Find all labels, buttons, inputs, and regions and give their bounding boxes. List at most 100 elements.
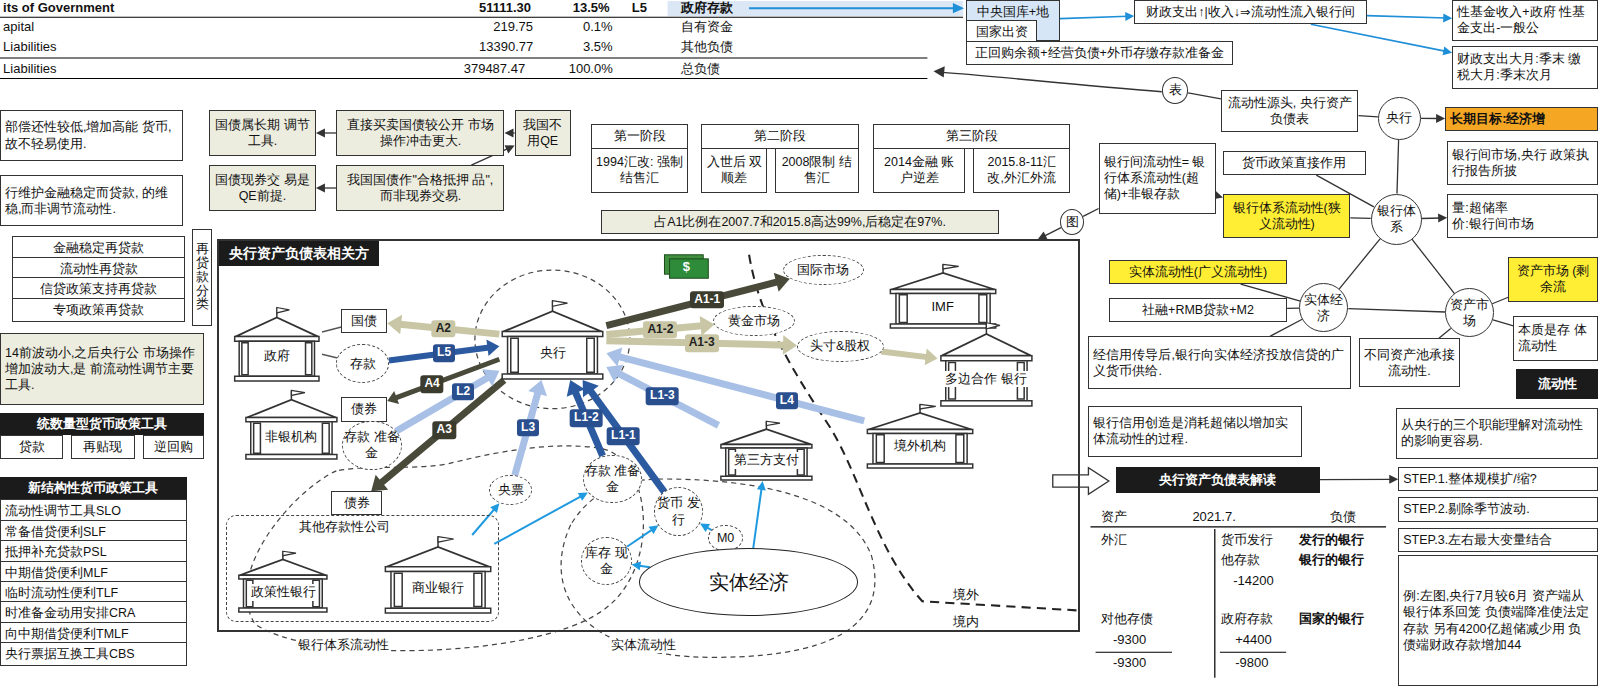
leader-line: [943, 72, 1162, 91]
arrowhead: [567, 380, 585, 397]
text-label: 资产: [1101, 509, 1127, 525]
connector-line: [1043, 228, 1061, 237]
edge-label: L1-2: [570, 409, 603, 427]
source-box: 流动性源头, 央行资产负债表: [1221, 90, 1359, 133]
connector: [322, 354, 338, 358]
node-text: 统数量型货币政策工具: [37, 416, 167, 432]
text-label: 发行的银行: [1299, 532, 1364, 548]
node-text: 国债现券交 易是QE前提.: [214, 172, 311, 205]
connector: [1287, 308, 1299, 309]
tool-box: 央行票据互换工具CBS: [0, 642, 187, 666]
building: 第三方支付: [718, 420, 815, 481]
node-text: 银行体系: [1372, 203, 1421, 236]
arrowhead: [578, 492, 588, 500]
market-circle: 国际市场: [783, 255, 865, 286]
connector: [322, 327, 341, 332]
arrowhead: [1038, 231, 1048, 239]
note-box: 正回购余额+经营负债+外币存缴存款准备金: [966, 41, 1233, 65]
edge-label: L5: [433, 345, 455, 363]
arrowhead: [934, 66, 945, 77]
symbol-circle: 图: [1060, 209, 1084, 235]
stage-box: 2014金融 账户逆差: [873, 148, 965, 193]
node-text: 货币政策直接作用: [1242, 155, 1346, 171]
connector-line: [1350, 217, 1370, 219]
connector-line: [1188, 93, 1221, 99]
connector-line: [1060, 16, 1128, 18]
node-text: 临时流动性便利TLF: [5, 585, 118, 601]
region: 其他存款性公司政策性银行商业银行: [226, 515, 499, 622]
edge-label: A4: [420, 376, 443, 394]
text-label: 银行体系流动性: [296, 637, 391, 653]
arrowhead: [1436, 114, 1445, 123]
t-account-line: [1214, 529, 1215, 678]
arrowhead: [505, 145, 515, 153]
node-text: 1994汇改: 强制结售汇: [596, 154, 683, 187]
node-text: 第二阶段: [754, 128, 806, 144]
vertical-box: 再贷款分类: [192, 229, 212, 326]
hub-circle: 央行: [1378, 97, 1421, 140]
connector-line: [1311, 24, 1446, 51]
tool-box: 再贴现: [71, 435, 134, 459]
building: 商业银行: [382, 535, 494, 614]
connector-line: [1287, 307, 1299, 308]
text-label: 对他存债: [1101, 611, 1153, 627]
note-box: 国债现券交 易是QE前提.: [209, 165, 316, 211]
note-box: 财政支出大月:季末 缴税大月:季末次月: [1452, 46, 1598, 89]
connector: [1358, 116, 1377, 117]
node-text: 境外机构: [892, 438, 948, 455]
note-box: 占A1比例在2007.7和2015.8高达99%,后稳定在97%.: [601, 210, 998, 234]
text-label: 政府存款: [681, 0, 733, 16]
text-label: 其他负债: [681, 39, 733, 55]
connector: [1421, 114, 1445, 123]
arrowhead: [528, 380, 547, 396]
stage-box: 1994汇改: 强制结售汇: [591, 148, 688, 193]
note-box: 行维护金融稳定而贷款, 的维稳,而非调节流动性.: [0, 175, 183, 226]
connector: [627, 525, 659, 546]
text-label: 他存款: [1221, 552, 1260, 568]
text-label: 国家的银行: [1299, 611, 1364, 627]
connector: [1350, 217, 1370, 219]
building-icon: [864, 403, 976, 469]
building-icon: [499, 299, 606, 381]
stage-box: 2015.8-11汇 改,外汇外流: [973, 148, 1070, 193]
t-account-line: [1220, 652, 1286, 653]
node-text: 黄金市场: [728, 313, 780, 329]
node-text: 多边合作 银行: [943, 371, 1029, 388]
node-text: 信贷政策支持再贷款: [40, 281, 157, 297]
node-text: 债券: [344, 495, 370, 511]
connector: [1493, 320, 1513, 326]
text-label: 银行的银行: [1299, 552, 1364, 568]
node-text: 再贷款分类: [196, 243, 209, 312]
edge-label: A1-1: [690, 291, 724, 309]
node-text: 2015.8-11汇 改,外汇外流: [978, 154, 1065, 187]
text-label: 2021.7.: [1192, 509, 1235, 525]
text-label: 379487.47: [464, 61, 525, 77]
liquidity-region: [247, 446, 644, 651]
arrowhead: [1438, 214, 1447, 223]
node-text: 量:超储率: [1452, 200, 1507, 216]
connector: [753, 481, 766, 548]
note-box: 银行信用创造是消耗超储以增加实体流动性的过程.: [1088, 406, 1302, 457]
text-label: -14200: [1233, 573, 1273, 589]
text-label: 境外: [953, 587, 979, 603]
building-icon: [718, 420, 815, 481]
connector: [472, 503, 499, 535]
node-text: STEP.2.剔除季节波动.: [1403, 501, 1529, 517]
node-text: 银行信用创造是消耗超储以增加实体流动性的过程.: [1093, 415, 1297, 448]
node-text: 央行资产负债表解读: [1159, 472, 1276, 488]
arrowhead: [700, 316, 715, 336]
text-label: 3.5%: [583, 39, 613, 55]
note-box: 财政支出↑|收入↓⇒流动性流入银行间: [1134, 0, 1366, 24]
node-text: 央票: [498, 482, 524, 498]
node-text: 央行票据互换工具CBS: [5, 646, 135, 662]
bond-box: 债券: [341, 397, 387, 421]
stage-box: 入世后 双顺差: [701, 148, 767, 193]
node-text: 国家出资: [976, 24, 1028, 40]
node-text: 行维护金融稳定而贷款, 的维稳,而非调节流动性.: [5, 185, 178, 218]
note-box: 国债属长期 调节工具.: [209, 110, 316, 156]
node-text: 货币 发行: [655, 495, 702, 528]
arrowhead: [649, 525, 659, 534]
connector-line: [322, 354, 338, 358]
node-text: 央行资产负债表相关方: [219, 241, 379, 265]
edge-label: L1-1: [607, 427, 640, 445]
